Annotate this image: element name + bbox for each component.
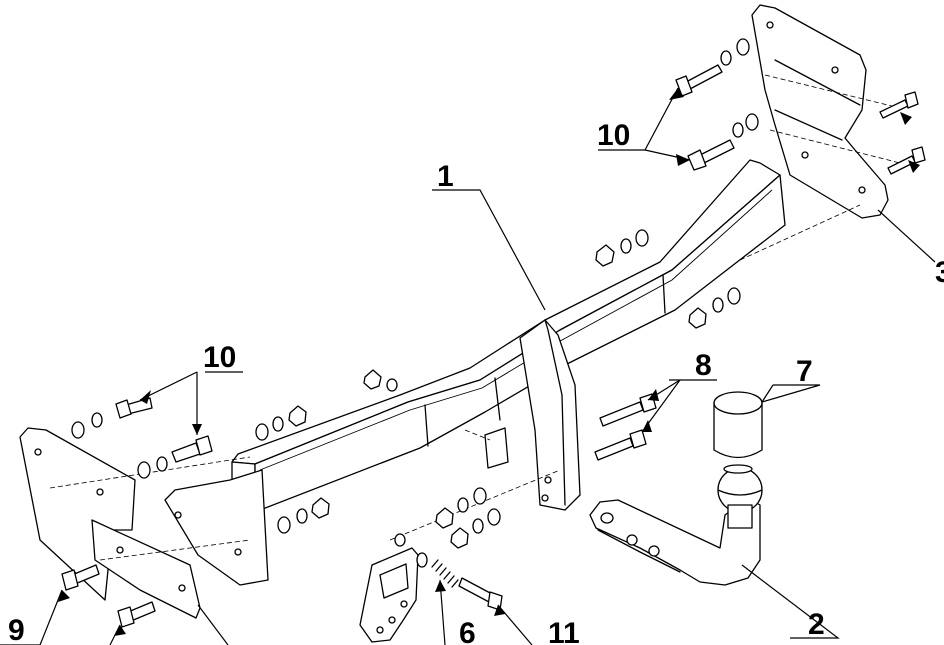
callout-9: 9 <box>8 614 25 645</box>
center-mount-bracket <box>389 319 581 541</box>
cross-beam <box>231 159 786 513</box>
callout-3: 3 <box>935 256 944 289</box>
callout-11: 11 <box>548 617 580 645</box>
callout-2: 2 <box>808 608 825 641</box>
socket-plate <box>359 547 459 643</box>
callout-8: 8 <box>695 349 712 382</box>
callout-10-right: 10 <box>597 119 630 152</box>
bolt-right-upper <box>675 64 723 97</box>
arrow-heads <box>58 88 920 636</box>
bolts <box>61 38 926 628</box>
callout-6: 6 <box>459 617 476 645</box>
tow-ball-neck <box>589 391 763 586</box>
bolt-right-lower <box>687 139 735 171</box>
right-side-bracket <box>739 4 901 261</box>
left-side-bracket <box>19 427 269 619</box>
callout-10-left: 10 <box>203 341 236 374</box>
callout-7: 7 <box>796 355 813 388</box>
callout-1: 1 <box>437 160 454 193</box>
